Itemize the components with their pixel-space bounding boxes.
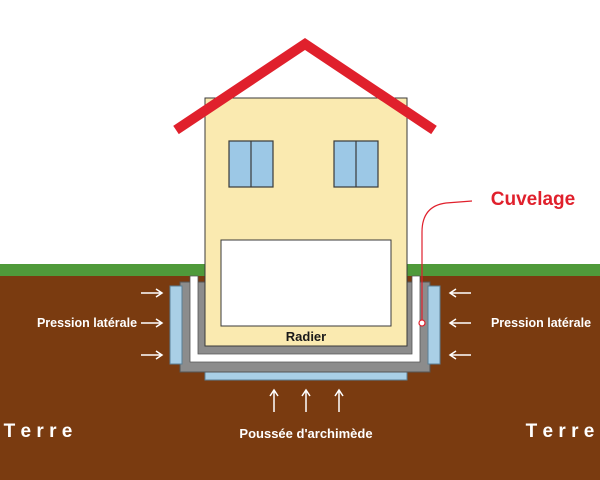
archimede-label: Poussée d'archimède: [239, 426, 372, 441]
window-right: [333, 140, 379, 188]
pressure-label-left: Pression latérale: [37, 316, 137, 330]
arrows-pressure-right: [448, 288, 471, 360]
roof: [173, 37, 437, 135]
cuvelage-label: Cuvelage: [491, 189, 575, 210]
arrows-pressure-left: [141, 288, 164, 360]
cuvelage-callout-dot: [418, 319, 426, 327]
arrows-archimede: [269, 388, 344, 412]
arrow-left-icon: [448, 350, 471, 360]
waterproof-layer-right: [427, 285, 441, 365]
arrow-right-icon: [141, 288, 164, 298]
arrow-left-icon: [448, 318, 471, 328]
basement-room: [220, 239, 392, 327]
arrow-up-icon: [334, 388, 344, 412]
grass-right: [407, 264, 600, 276]
arrow-up-icon: [301, 388, 311, 412]
arrow-right-icon: [141, 350, 164, 360]
arrow-right-icon: [141, 318, 164, 328]
arrow-up-icon: [269, 388, 279, 412]
grass-left: [0, 264, 207, 276]
radier-label: Radier: [286, 329, 326, 344]
soil-label-left: T e r r e: [4, 421, 73, 442]
waterproof-layer-left: [169, 285, 183, 365]
cuvelage-callout-line: [421, 200, 473, 322]
arrow-left-icon: [448, 288, 471, 298]
soil-label-right: T e r r e: [526, 421, 595, 442]
pressure-label-right: Pression latérale: [491, 316, 591, 330]
window-left: [228, 140, 274, 188]
cuvelage-liner: [189, 275, 421, 363]
